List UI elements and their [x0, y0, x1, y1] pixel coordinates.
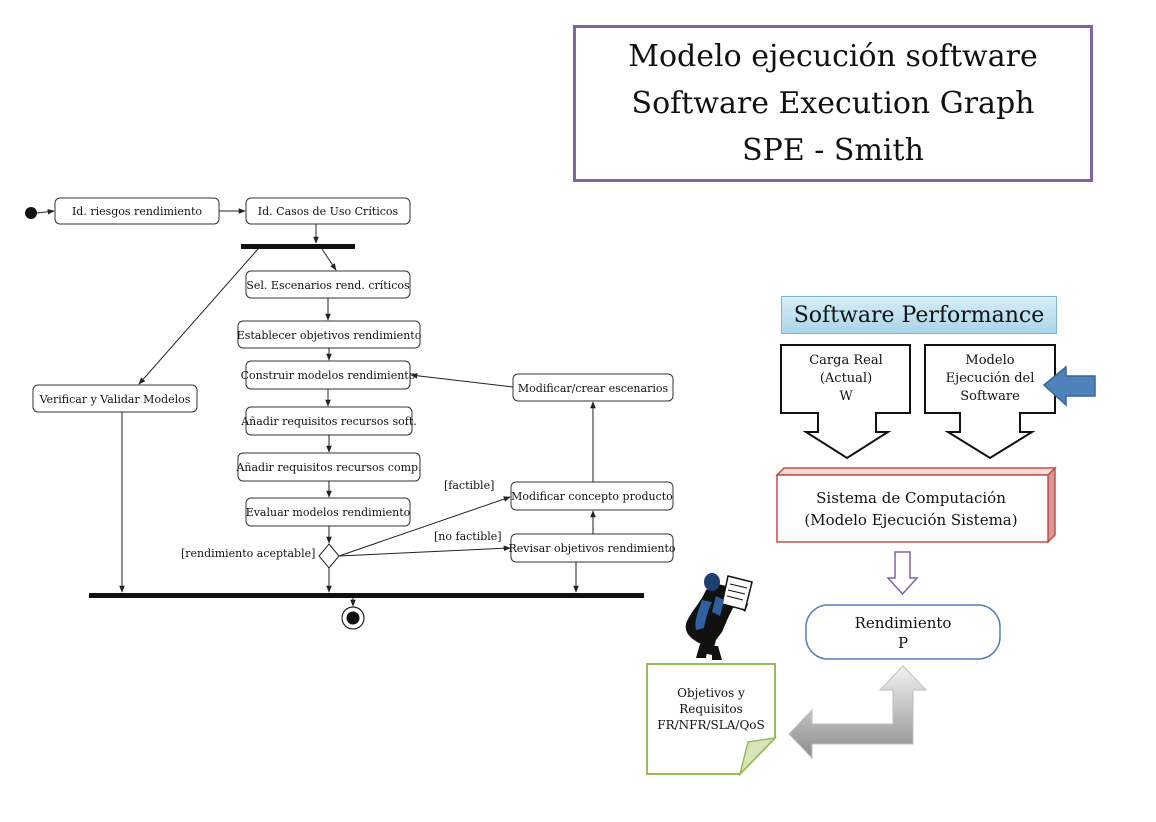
carga-real-block: Carga Real (Actual) W [780, 344, 911, 460]
activity-modificar-concepto: Modificar concepto producto [510, 481, 674, 511]
sistema-line-1: Sistema de Computación [816, 489, 1006, 507]
edge [410, 372, 514, 388]
modelo-line-3: Software [960, 389, 1020, 404]
carga-line-2: (Actual) [820, 371, 872, 386]
rendimiento-line-1: Rendimiento [855, 614, 952, 632]
objetivos-line-2: Requisitos [679, 702, 743, 716]
fork-bar [241, 244, 355, 249]
carga-line-1: Carga Real [809, 353, 883, 368]
modelo-ejecucion-block: Modelo Ejecución del Software [924, 344, 1056, 460]
guard-aceptable: [rendimiento aceptable] [181, 547, 315, 560]
activity-riesgos-label: Id. riesgos rendimiento [72, 205, 202, 218]
software-performance-header: Software Performance [781, 296, 1057, 334]
rendimiento-block: Rendimiento P [805, 604, 1001, 660]
edge [321, 248, 337, 271]
modelo-line-1: Modelo [965, 353, 1014, 368]
blue-arrow-icon [1042, 365, 1096, 407]
activity-casos-uso: Id. Casos de Uso Críticos [245, 197, 411, 225]
modelo-line-2: Ejecución del [946, 371, 1035, 386]
activity-req-comp: Añadir requisitos recursos comp. [235, 452, 422, 482]
activity-construir: Construir modelos rendimiento [241, 360, 416, 390]
activity-req-comp-label: Añadir requisitos recursos comp. [235, 461, 421, 474]
down-outline-arrow-icon [886, 551, 919, 596]
sistema-line-2: (Modelo Ejecución Sistema) [804, 511, 1017, 529]
objetivos-line-1: Objetivos y [677, 686, 745, 700]
activity-req-soft: Añadir requisitos recursos soft. [240, 406, 417, 436]
activity-riesgos: Id. riesgos rendimiento [54, 197, 220, 225]
carga-line-3: W [839, 389, 853, 404]
join-bar [89, 593, 644, 598]
activity-evaluar-label: Evaluar modelos rendimiento [246, 506, 411, 519]
title-box: Modelo ejecución software Software Execu… [573, 25, 1093, 182]
activity-evaluar: Evaluar modelos rendimiento [245, 497, 411, 527]
initial-node [25, 207, 37, 219]
objetivos-line-3: FR/NFR/SLA/QoS [657, 718, 765, 732]
activity-casos-uso-label: Id. Casos de Uso Críticos [258, 205, 399, 218]
title-line-2: Software Execution Graph [631, 86, 1035, 121]
reading-man-clipart [685, 573, 753, 660]
edge [338, 545, 511, 557]
objetivos-note: Objetivos y Requisitos FR/NFR/SLA/QoS [646, 663, 778, 777]
activity-objetivos: Establecer objetivos rendimiento [237, 320, 422, 349]
guard-no-factible: [no factible] [434, 530, 502, 543]
activity-modificar-escenarios-label: Modificar/crear escenarios [518, 382, 669, 395]
activity-modificar-escenarios: Modificar/crear escenarios [512, 373, 674, 402]
title-line-1: Modelo ejecución software [628, 39, 1038, 74]
activity-escenarios-label: Sel. Escenarios rend. críticos [246, 279, 410, 292]
activity-modificar-concepto-label: Modificar concepto producto [511, 490, 673, 503]
activity-construir-label: Construir modelos rendimiento [241, 369, 416, 382]
activity-objetivos-label: Establecer objetivos rendimiento [237, 329, 422, 342]
activity-verificar: Verificar y Validar Modelos [32, 384, 198, 413]
activity-verificar-label: Verificar y Validar Modelos [39, 393, 191, 406]
activity-escenarios: Sel. Escenarios rend. críticos [245, 270, 411, 299]
final-node [341, 606, 365, 630]
decision-node [318, 543, 340, 569]
sistema-block: Sistema de Computación (Modelo Ejecución… [775, 466, 1057, 544]
title-line-3: SPE - Smith [742, 133, 924, 168]
activity-revisar: Revisar objetivos rendimiento [509, 533, 676, 563]
guard-factible: [factible] [444, 479, 494, 492]
rendimiento-line-2: P [898, 634, 908, 652]
activity-revisar-label: Revisar objetivos rendimiento [509, 542, 676, 555]
edge [138, 248, 259, 385]
edge [338, 496, 511, 557]
edge [36, 208, 55, 215]
curved-grey-arrow-icon [788, 665, 928, 760]
activity-req-soft-label: Añadir requisitos recursos soft. [240, 415, 417, 428]
